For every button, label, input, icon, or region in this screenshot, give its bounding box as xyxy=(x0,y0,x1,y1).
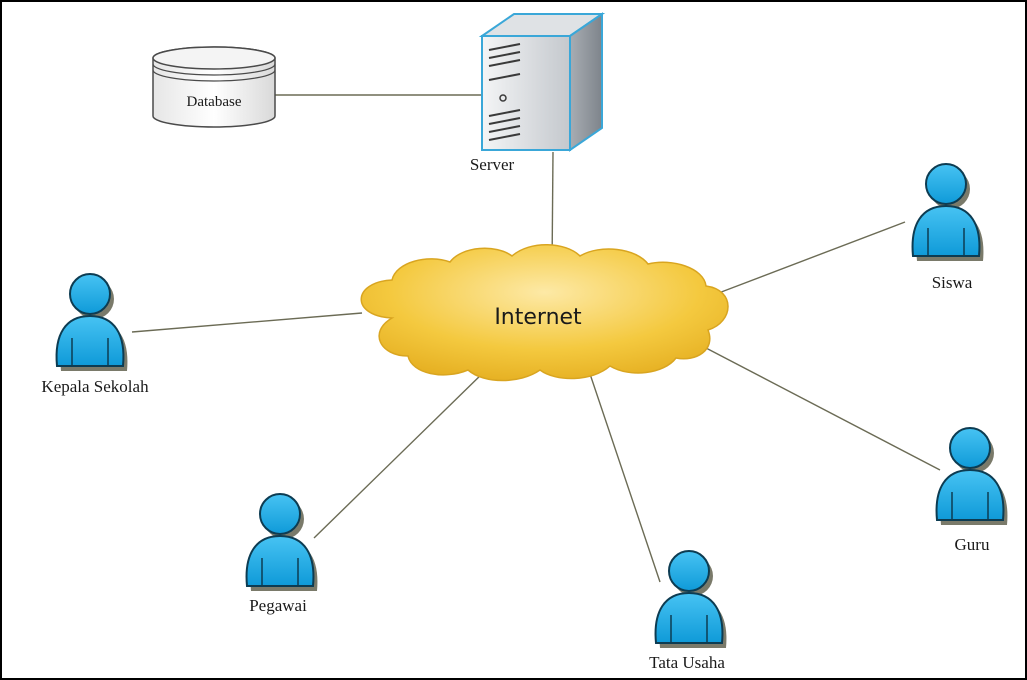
connectors xyxy=(131,94,941,583)
guru-node: Guru xyxy=(935,427,1009,554)
server-label: Server xyxy=(470,155,515,174)
link-internet-tata-usaha xyxy=(587,367,661,583)
pegawai-label: Pegawai xyxy=(249,596,307,615)
tata-usaha-label: Tata Usaha xyxy=(649,653,725,672)
siswa-label: Siswa xyxy=(932,273,973,292)
cloud-icon xyxy=(360,244,729,382)
pegawai-node: Pegawai xyxy=(245,493,319,615)
kepala-sekolah-label: Kepala Sekolah xyxy=(41,377,149,396)
tata-usaha-node: Tata Usaha xyxy=(649,550,728,672)
user-icon xyxy=(245,493,319,592)
user-icon xyxy=(935,427,1009,526)
internet-label: Internet xyxy=(494,305,582,330)
link-internet-guru xyxy=(705,347,941,471)
database-node: Database xyxy=(152,46,276,128)
user-icon xyxy=(911,163,985,262)
guru-label: Guru xyxy=(955,535,990,554)
server-node: Server xyxy=(470,12,606,174)
user-icon xyxy=(654,550,728,649)
user-icon xyxy=(55,273,129,372)
link-internet-kepala-sekolah xyxy=(131,312,363,333)
database-label: Database xyxy=(187,94,242,110)
siswa-node: Siswa xyxy=(911,163,985,292)
internet-node: Internet xyxy=(360,244,729,382)
link-internet-pegawai xyxy=(313,369,487,539)
link-internet-siswa xyxy=(715,221,906,295)
kepala-sekolah-node: Kepala Sekolah xyxy=(41,273,149,396)
server-icon xyxy=(478,12,606,152)
